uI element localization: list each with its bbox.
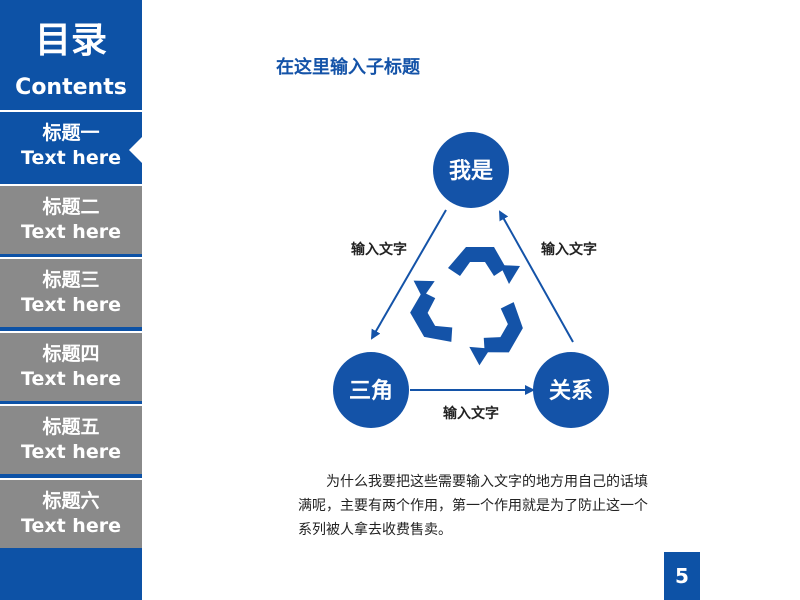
recycle-icon xyxy=(410,247,523,366)
sidebar-item-label: 标题四 xyxy=(42,343,100,365)
slide-subtitle: 在这里输入子标题 xyxy=(276,57,420,78)
sidebar-item-label: 标题二 xyxy=(42,196,100,218)
edge-bottom-label: 输入文字 xyxy=(443,405,499,422)
description-text: 为什么我要把这些需要输入文字的地方用自己的话填满呢，主要有两个作用，第一个作用就… xyxy=(298,474,648,538)
node-left-circle xyxy=(333,352,409,428)
sidebar-item-label: 标题三 xyxy=(42,269,100,291)
page-number: 5 xyxy=(664,552,700,600)
sidebar-bottom-band xyxy=(0,552,142,600)
sidebar-item-sublabel: Text here xyxy=(21,221,121,243)
sidebar-item-4[interactable]: 标题四 Text here xyxy=(0,331,142,401)
sidebar-item-3[interactable]: 标题三 Text here xyxy=(0,257,142,327)
sidebar-item-sublabel: Text here xyxy=(21,147,121,169)
toc-title: 目录 xyxy=(34,20,107,61)
active-pointer-icon xyxy=(129,137,142,163)
sidebar-item-1[interactable]: 标题一 Text here xyxy=(0,110,142,180)
node-left-label: 三角 xyxy=(349,378,393,404)
sidebar-item-label: 标题五 xyxy=(42,416,100,438)
edge-right-label: 输入文字 xyxy=(541,241,597,258)
sidebar-item-sublabel: Text here xyxy=(21,294,121,316)
sidebar-item-2[interactable]: 标题二 Text here xyxy=(0,184,142,254)
edge-top-left xyxy=(370,209,447,340)
node-right-label: 关系 xyxy=(549,379,593,404)
node-top-circle xyxy=(433,132,509,208)
sidebar-item-6[interactable]: 标题六 Text here xyxy=(0,478,142,548)
sidebar-item-label: 标题一 xyxy=(42,122,100,144)
sidebar-item-sublabel: Text here xyxy=(21,368,121,390)
node-top-label: 我是 xyxy=(449,159,493,184)
toc-header: 目录 Contents xyxy=(0,0,142,108)
sidebar-item-5[interactable]: 标题五 Text here xyxy=(0,404,142,474)
node-right-circle xyxy=(533,352,609,428)
toc-subtitle: Contents xyxy=(15,75,127,100)
edge-right xyxy=(499,210,574,343)
sidebar-item-sublabel: Text here xyxy=(21,441,121,463)
sidebar-item-sublabel: Text here xyxy=(21,515,121,537)
edge-left-label: 输入文字 xyxy=(351,241,407,258)
sidebar-item-label: 标题六 xyxy=(42,490,100,512)
